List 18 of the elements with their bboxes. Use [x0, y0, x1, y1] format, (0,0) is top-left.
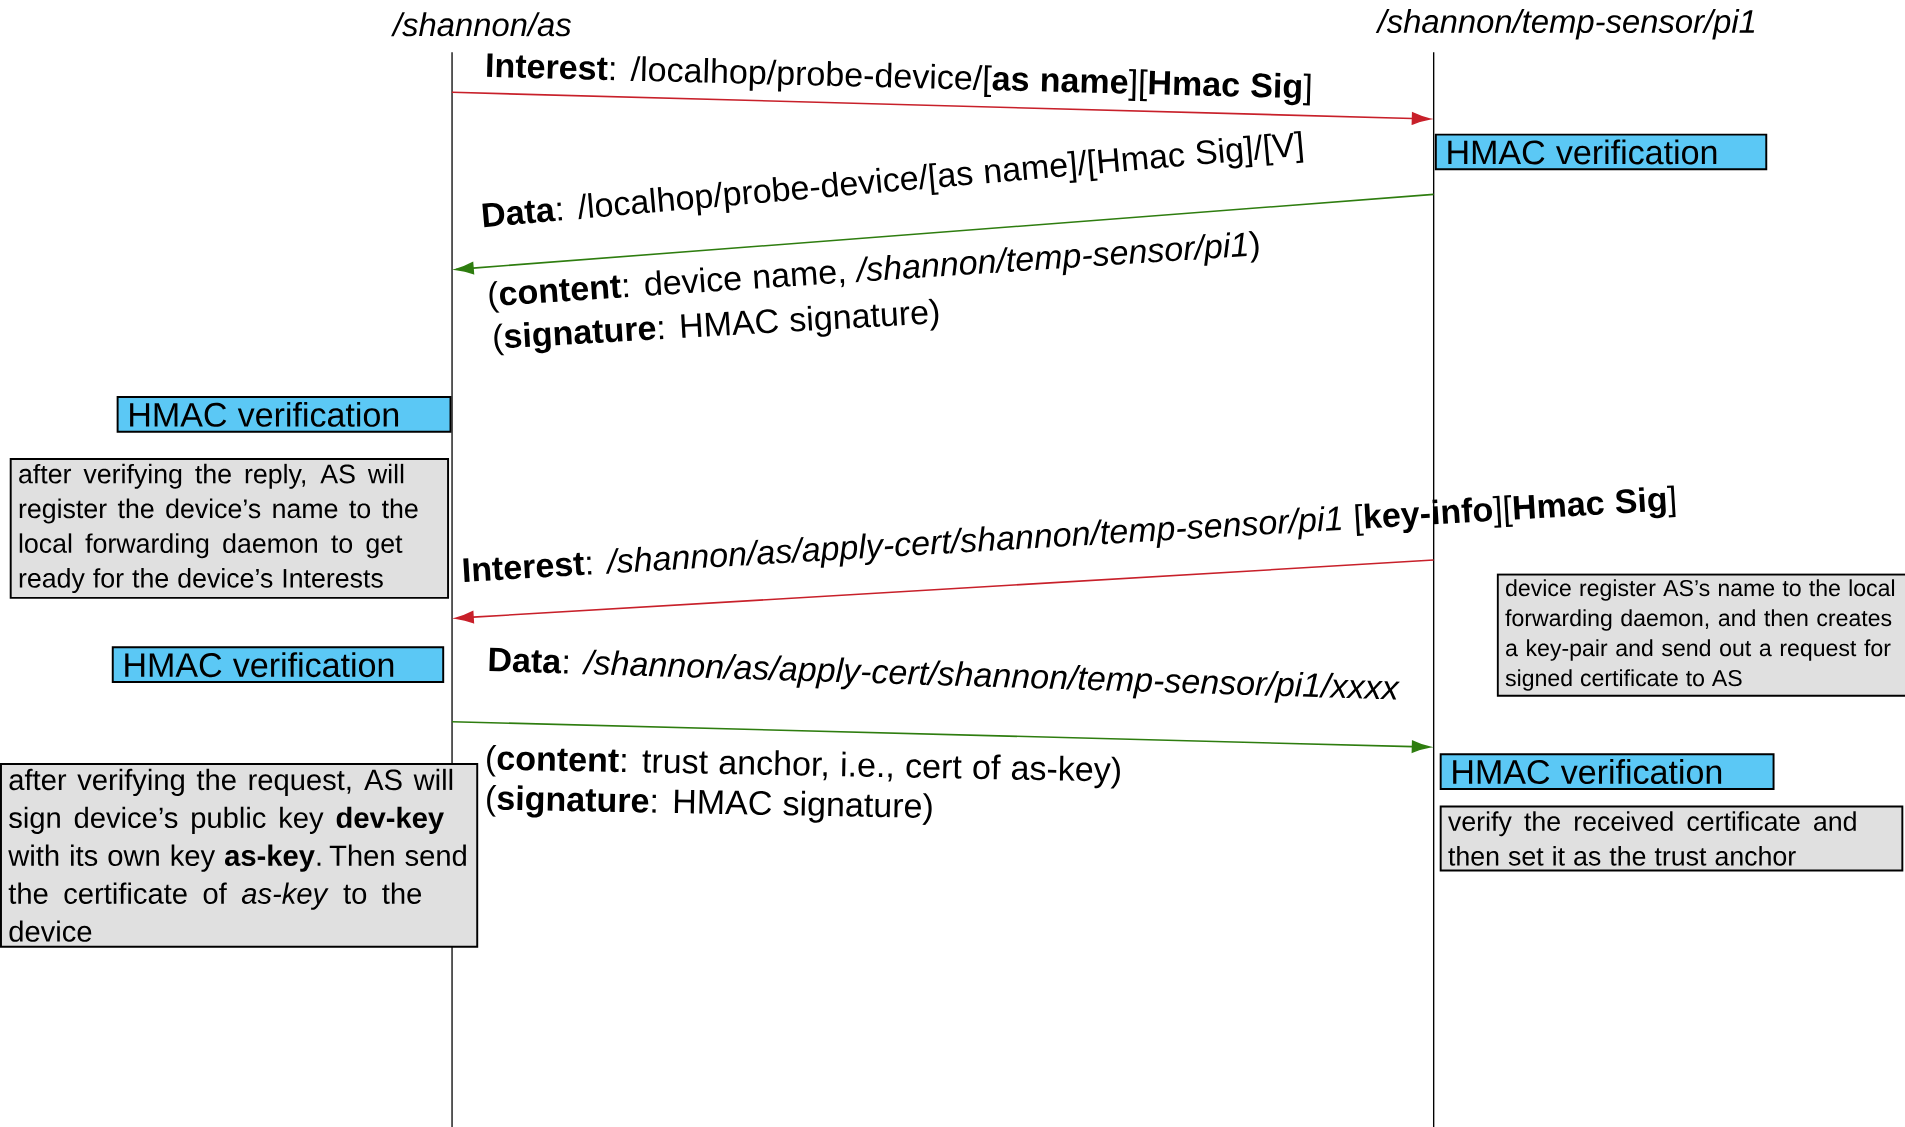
- note-box: after verifying the request, AS will sign device’s public key dev-key with its own key as-key. Then send the certificate of as-key to the device: [0, 762, 479, 948]
- edge-label: Interest: /localhop/probe-device/[as name][Hmac Sig]: [487, 53, 1311, 106]
- verification-box: HMAC verification: [111, 646, 445, 683]
- note-box: verify the received certificate and then set it as the trust anchor: [1439, 805, 1904, 872]
- note-box: device register AS’s name to the local forwarding daemon, and then creates a key-pair and send out a request for signed certificate to AS: [1496, 573, 1905, 697]
- edge-label: Data: /localhop/probe-device/[as name]/[Hmac Sig]/[V]: [482, 130, 1304, 227]
- edge-label: Data: /shannon/as/apply-cert/shannon/temp-sensor/pi1/xxxx: [489, 647, 1400, 703]
- message-note: (signature: HMAC signature): [487, 784, 932, 825]
- note-box: after verifying the reply, AS will register the device’s name to the local forwarding daemon to get ready for the device’s Interests: [9, 457, 450, 599]
- arrow: [451, 91, 1431, 125]
- arrow: [455, 193, 1435, 275]
- verification-box: HMAC verification: [1439, 753, 1775, 790]
- verification-box: HMAC verification: [116, 395, 452, 433]
- arrow: [451, 720, 1431, 753]
- lifeline-header: /shannon/temp-sensor/pi1: [1375, 8, 1755, 40]
- arrow: [455, 559, 1435, 624]
- verification-box: HMAC verification: [1434, 133, 1768, 171]
- lifeline-header: /shannon/as: [391, 12, 571, 37]
